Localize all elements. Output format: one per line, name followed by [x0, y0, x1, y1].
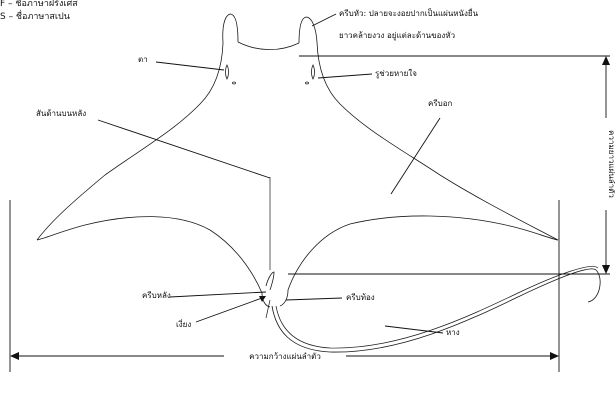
tail-shape	[271, 268, 601, 353]
head-front-edge	[237, 41, 300, 50]
dorsal-ridge-label: สันด้านบนหลัง	[36, 109, 86, 118]
cephalic-fin-leader	[311, 13, 337, 27]
cephalic-fin-label-line2: ยาวคล้ายงวง อยู่แต่ละด้านของหัว	[339, 31, 455, 41]
width-arrowhead-left	[10, 352, 19, 360]
dorsal-ridge-leader	[97, 119, 271, 179]
spiracle-leader	[317, 73, 373, 79]
stinger-leader-arrowhead	[259, 296, 266, 302]
dorsal-fin-leader	[169, 291, 267, 298]
stinger-shape	[265, 299, 271, 319]
length-arrowhead-bottom	[602, 265, 610, 274]
left-eye-icon	[225, 64, 229, 80]
tail-label: หาง	[446, 328, 460, 337]
stinger-label: เงี่ยง	[176, 318, 191, 329]
left-pectoral-trailing-edge	[36, 216, 263, 294]
legend-french: F – ชื่อภาษาฝรั่งเศส	[0, 0, 78, 9]
pelvic-fin-label: ครีบท้อง	[346, 293, 375, 302]
left-spiracle-icon	[232, 81, 236, 85]
eye-label: ตา	[138, 55, 148, 64]
right-cephalic-fin	[298, 16, 318, 44]
tail-leader	[384, 325, 444, 334]
stinger-leader	[195, 297, 263, 323]
disc-width-label: ความกว้างแผ่นลำตัว	[249, 352, 321, 361]
left-pectoral-leading-edge	[36, 42, 224, 241]
left-cephalic-fin	[222, 13, 239, 44]
pelvic-fin-leader	[285, 297, 343, 301]
eye-leader	[155, 61, 225, 71]
right-spiracle-icon	[305, 81, 309, 85]
spiracle-label: รูช่วยหายใจ	[375, 69, 417, 79]
pectoral-fin-label: ครีบอก	[428, 99, 453, 108]
right-pectoral-trailing-edge	[287, 215, 559, 291]
legend-spanish: S – ชื่อภาษาสเปน	[0, 9, 70, 22]
length-arrowhead-top	[602, 56, 610, 65]
cephalic-fin-label-line1: ครีบหัว: ปลายจะงอยปากเป็นแผ่นหนังยื่น	[339, 7, 479, 18]
tail-shape-inner	[275, 266, 599, 349]
right-pelvic-fin-shape	[279, 289, 289, 307]
dorsal-fin-shape	[265, 271, 275, 291]
right-eye-icon	[311, 64, 315, 80]
dorsal-fin-label: ครีบหลัง	[142, 291, 171, 300]
disc-length-label: ความยาวแผ่นลำตัว	[607, 130, 615, 198]
right-pectoral-leading-edge	[316, 41, 559, 241]
width-arrowhead-right	[550, 352, 559, 360]
pectoral-fin-leader	[390, 117, 441, 195]
